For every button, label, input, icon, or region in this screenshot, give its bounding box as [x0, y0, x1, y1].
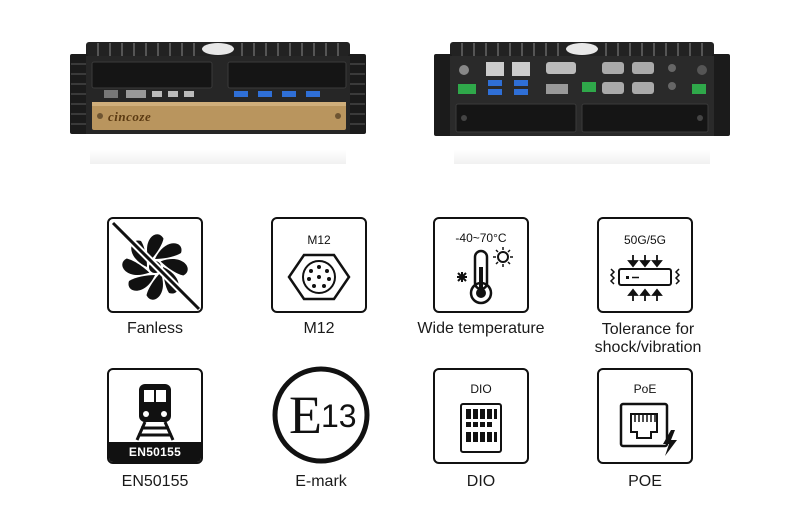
feature-tile-wide-temperature: -40~70°C [433, 217, 529, 313]
feature-tile-m12: M12 [271, 217, 367, 313]
shock-rating-label: 50G/5G [623, 233, 667, 247]
product-rear-reflection [454, 150, 710, 164]
feature-tile-en50155: EN50155 [107, 368, 203, 464]
feature-tile-shock-vibration: 50G/5G [597, 217, 693, 313]
product-rear-view [432, 40, 732, 150]
rj45-poe-icon [619, 402, 677, 456]
feature-caption-fanless: Fanless [126, 320, 184, 337]
feature-caption-shock-vibration: Tolerance for shock/vibration [594, 321, 702, 356]
train-icon [135, 384, 175, 441]
thermometer-icon [457, 247, 513, 305]
dio-tile-label: DIO [470, 382, 492, 396]
feature-tile-fanless [107, 217, 203, 313]
product-front-view: cincoze [68, 40, 368, 150]
dio-terminal-icon [460, 403, 502, 453]
feature-tile-poe: PoE [597, 368, 693, 464]
brand-logo: cincoze [108, 109, 152, 124]
m12-tile-label: M12 [307, 233, 331, 247]
feature-caption-wide-temperature: Wide temperature [417, 320, 545, 337]
e-mark-icon [272, 366, 370, 464]
feature-caption-e-mark: E-mark [295, 473, 347, 490]
shock-vibration-icon [609, 255, 681, 301]
poe-tile-label: PoE [633, 382, 657, 396]
feature-tile-e-mark: E 13 [271, 365, 371, 465]
feature-caption-en50155: EN50155 [121, 473, 189, 490]
no-fan-icon [110, 220, 201, 311]
product-front-reflection [90, 150, 346, 164]
e-mark-number: 13 [321, 398, 357, 434]
en50155-tile-label: EN50155 [109, 442, 201, 462]
feature-caption-m12: M12 [303, 320, 335, 337]
m12-connector-icon [287, 253, 351, 301]
e-mark-letter: E [289, 385, 322, 445]
temperature-range-label: -40~70°C [455, 231, 507, 245]
feature-tile-dio: DIO [433, 368, 529, 464]
feature-caption-dio: DIO [466, 473, 496, 490]
feature-caption-poe: POE [628, 473, 662, 490]
